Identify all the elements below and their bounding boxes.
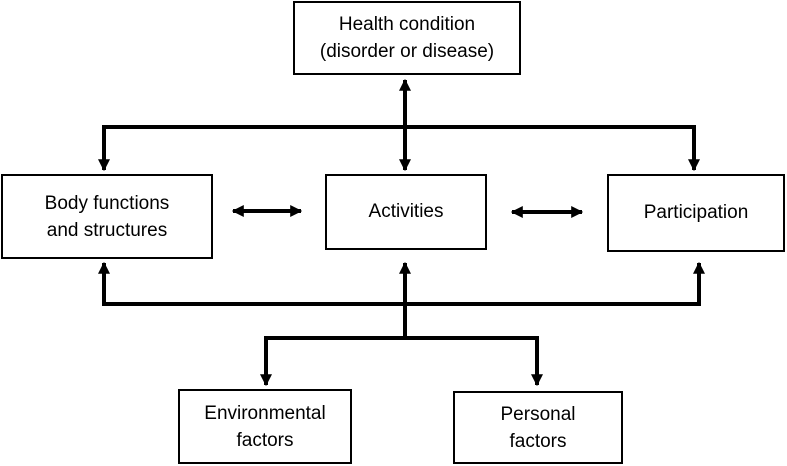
health-condition-box: Health condition (disorder or disease): [293, 1, 521, 75]
personal-factors-box: Personal factors: [453, 391, 623, 464]
body-functions-line2: and structures: [46, 219, 168, 241]
personal-factors-line1: Personal: [500, 403, 576, 425]
health-condition-title: Health condition: [338, 14, 476, 35]
environmental-factors-line1: Environmental: [204, 402, 326, 424]
activities-box: Activities: [325, 174, 487, 250]
health-condition-subtitle: (disorder or disease): [319, 41, 495, 62]
personal-factors-line2: factors: [509, 430, 567, 452]
body-functions-line1: Body functions: [44, 192, 170, 214]
activities-label: Activities: [368, 201, 444, 222]
participation-box: Participation: [607, 174, 785, 252]
participation-label: Participation: [643, 202, 749, 223]
body-functions-box: Body functions and structures: [1, 174, 213, 259]
environmental-factors-box: Environmental factors: [178, 389, 352, 464]
environmental-factors-line2: factors: [236, 429, 294, 451]
